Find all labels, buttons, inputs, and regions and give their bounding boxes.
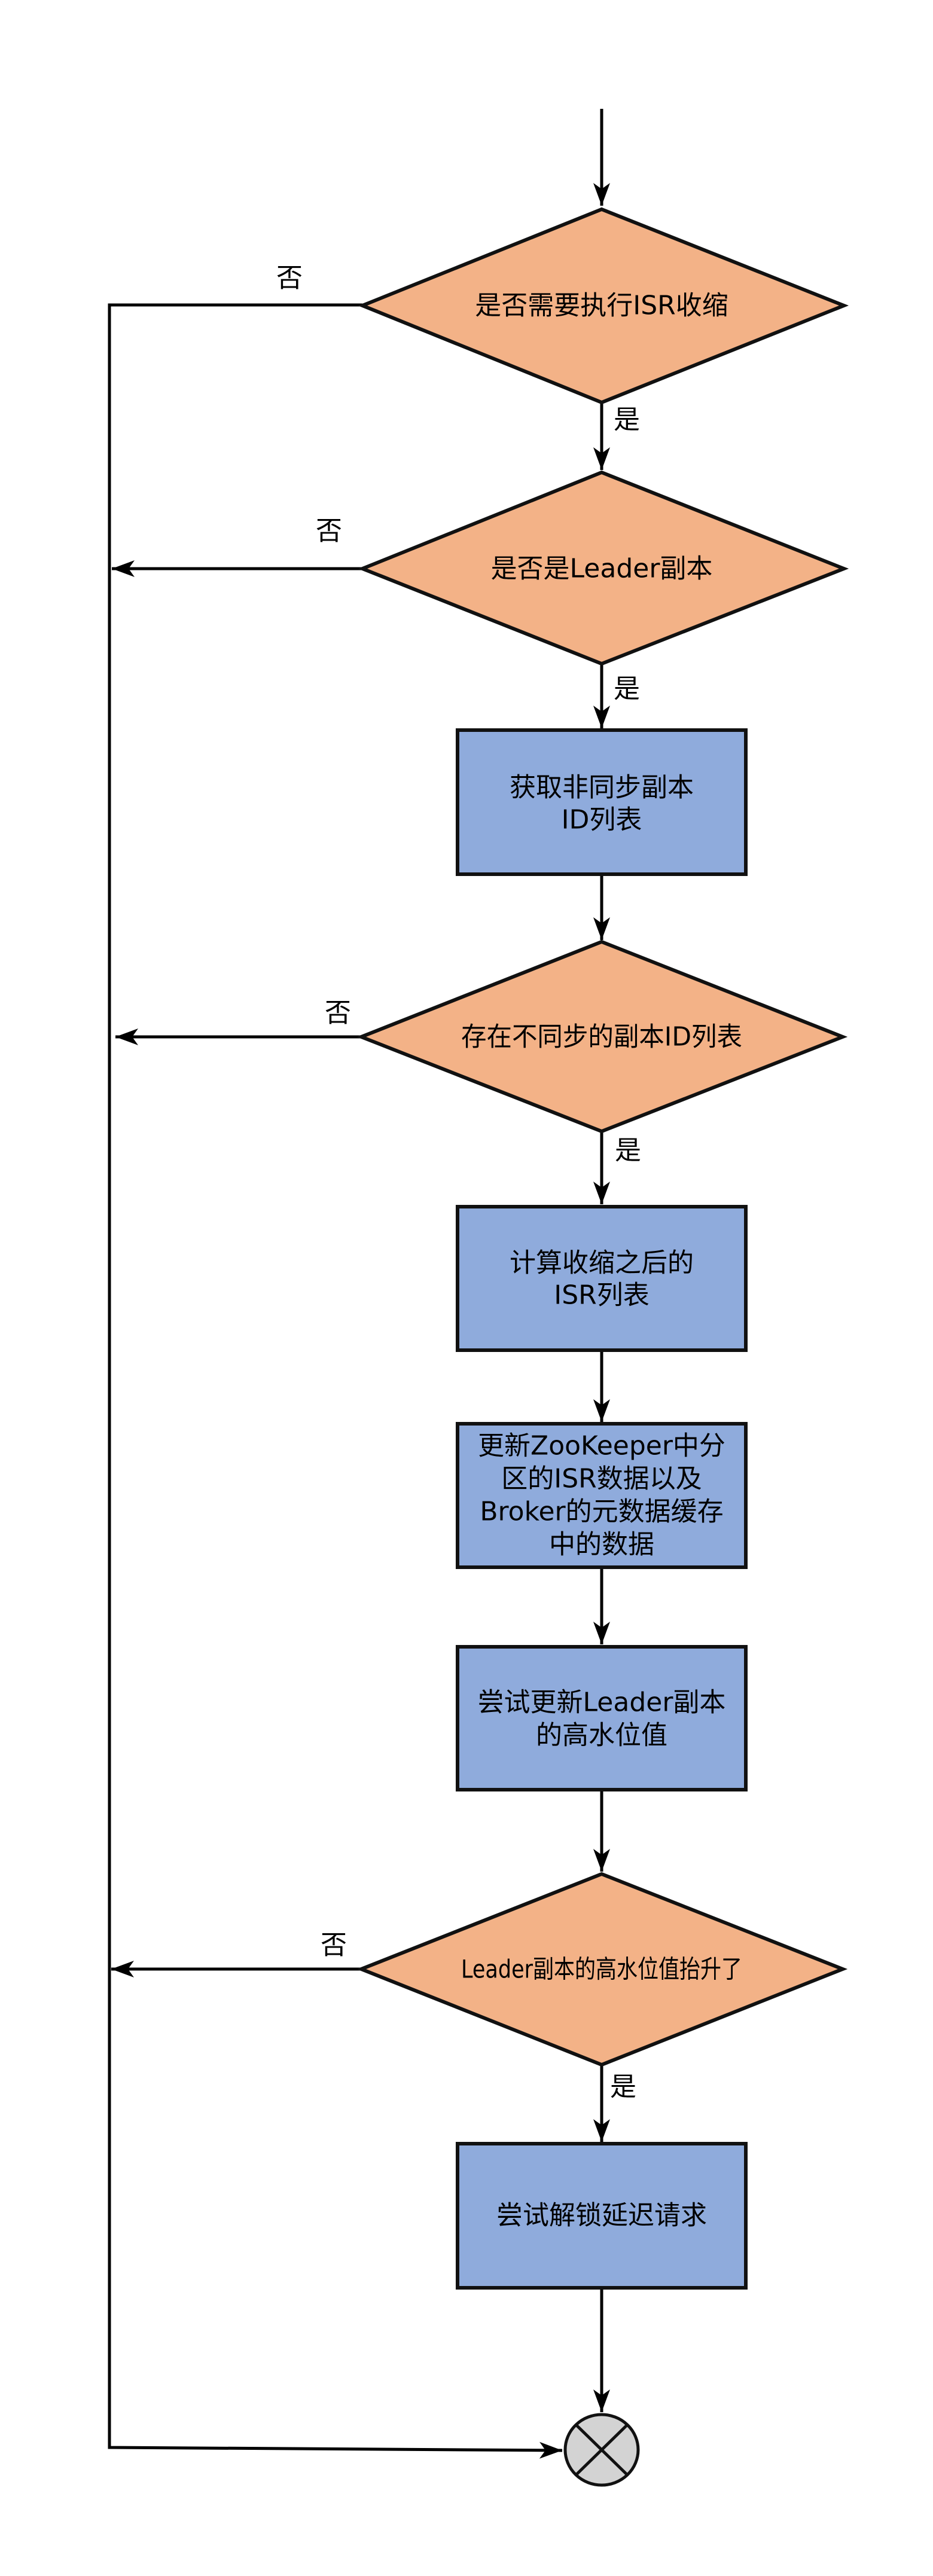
process-label-line-2: ISR列表 [554,1280,649,1311]
end-cross-icon-b [575,2424,629,2476]
decision-shape [357,470,849,666]
process-label-line-1: 尝试更新Leader副本 [478,1687,726,1718]
decision-label: 是否需要执行ISR收缩 [475,291,728,321]
edge-label-d3-no: 否 [325,998,351,1028]
decision-label: 是否是Leader副本 [491,554,713,584]
process-label-line-1: 尝试解锁延迟请求 [496,2200,707,2231]
process-shape [456,1422,748,1569]
edge-label-d1-yes: 是 [614,405,640,435]
process-label-line-3: Broker的元数据缓存 [480,1497,723,1527]
edges [108,109,610,2459]
edge-label-d1-no: 否 [276,263,303,294]
process-label-line-4: 中的数据 [549,1530,654,1560]
process-shape [456,728,748,876]
node-d1: 是否需要执行ISR收缩 [357,207,849,405]
edge-label-d2-no: 否 [316,516,342,547]
edge-labels: 否 是 否 是 否 是 否 是 [276,263,641,2102]
process-label-line-1: 更新ZooKeeper中分 [478,1431,725,1461]
process-shape [456,1645,748,1791]
node-p5: 尝试解锁延迟请求 [456,2142,748,2290]
decision-shape [357,207,849,405]
edge-label-d2-yes: 是 [614,674,640,704]
node-p3: 更新ZooKeeper中分 区的ISR数据以及 Broker的元数据缓存 中的数… [456,1422,748,1569]
process-label-line-2: 区的ISR数据以及 [501,1464,702,1494]
edge-label-d3-yes: 是 [615,1136,641,1166]
decision-label: Leader副本的高水位值抬升了 [461,1955,742,1984]
decision-shape [356,939,848,1134]
decision-shape [356,1872,848,2067]
decision-label: 存在不同步的副本ID列表 [461,1022,742,1052]
edge-label-d4-no: 否 [321,1930,347,1961]
node-p2: 计算收缩之后的 ISR列表 [456,1205,748,1352]
process-label-line-2: 的高水位值 [536,1720,667,1751]
process-label-line-1: 获取非同步副本 [510,773,694,803]
process-label-line-2: ID列表 [562,805,642,835]
node-d3: 存在不同步的副本ID列表 [356,939,848,1134]
edge-label-d4-yes: 是 [610,2072,636,2102]
process-shape [456,1205,748,1352]
node-d2: 是否是Leader副本 [357,470,849,666]
edge-d1-no-to-end [108,303,563,2459]
process-shape [456,2142,748,2290]
node-p1: 获取非同步副本 ID列表 [456,728,748,876]
node-end [563,2413,640,2487]
process-label-line-1: 计算收缩之后的 [510,1248,694,1278]
node-d4: Leader副本的高水位值抬升了 [356,1872,848,2067]
node-p4: 尝试更新Leader副本 的高水位值 [456,1645,748,1791]
